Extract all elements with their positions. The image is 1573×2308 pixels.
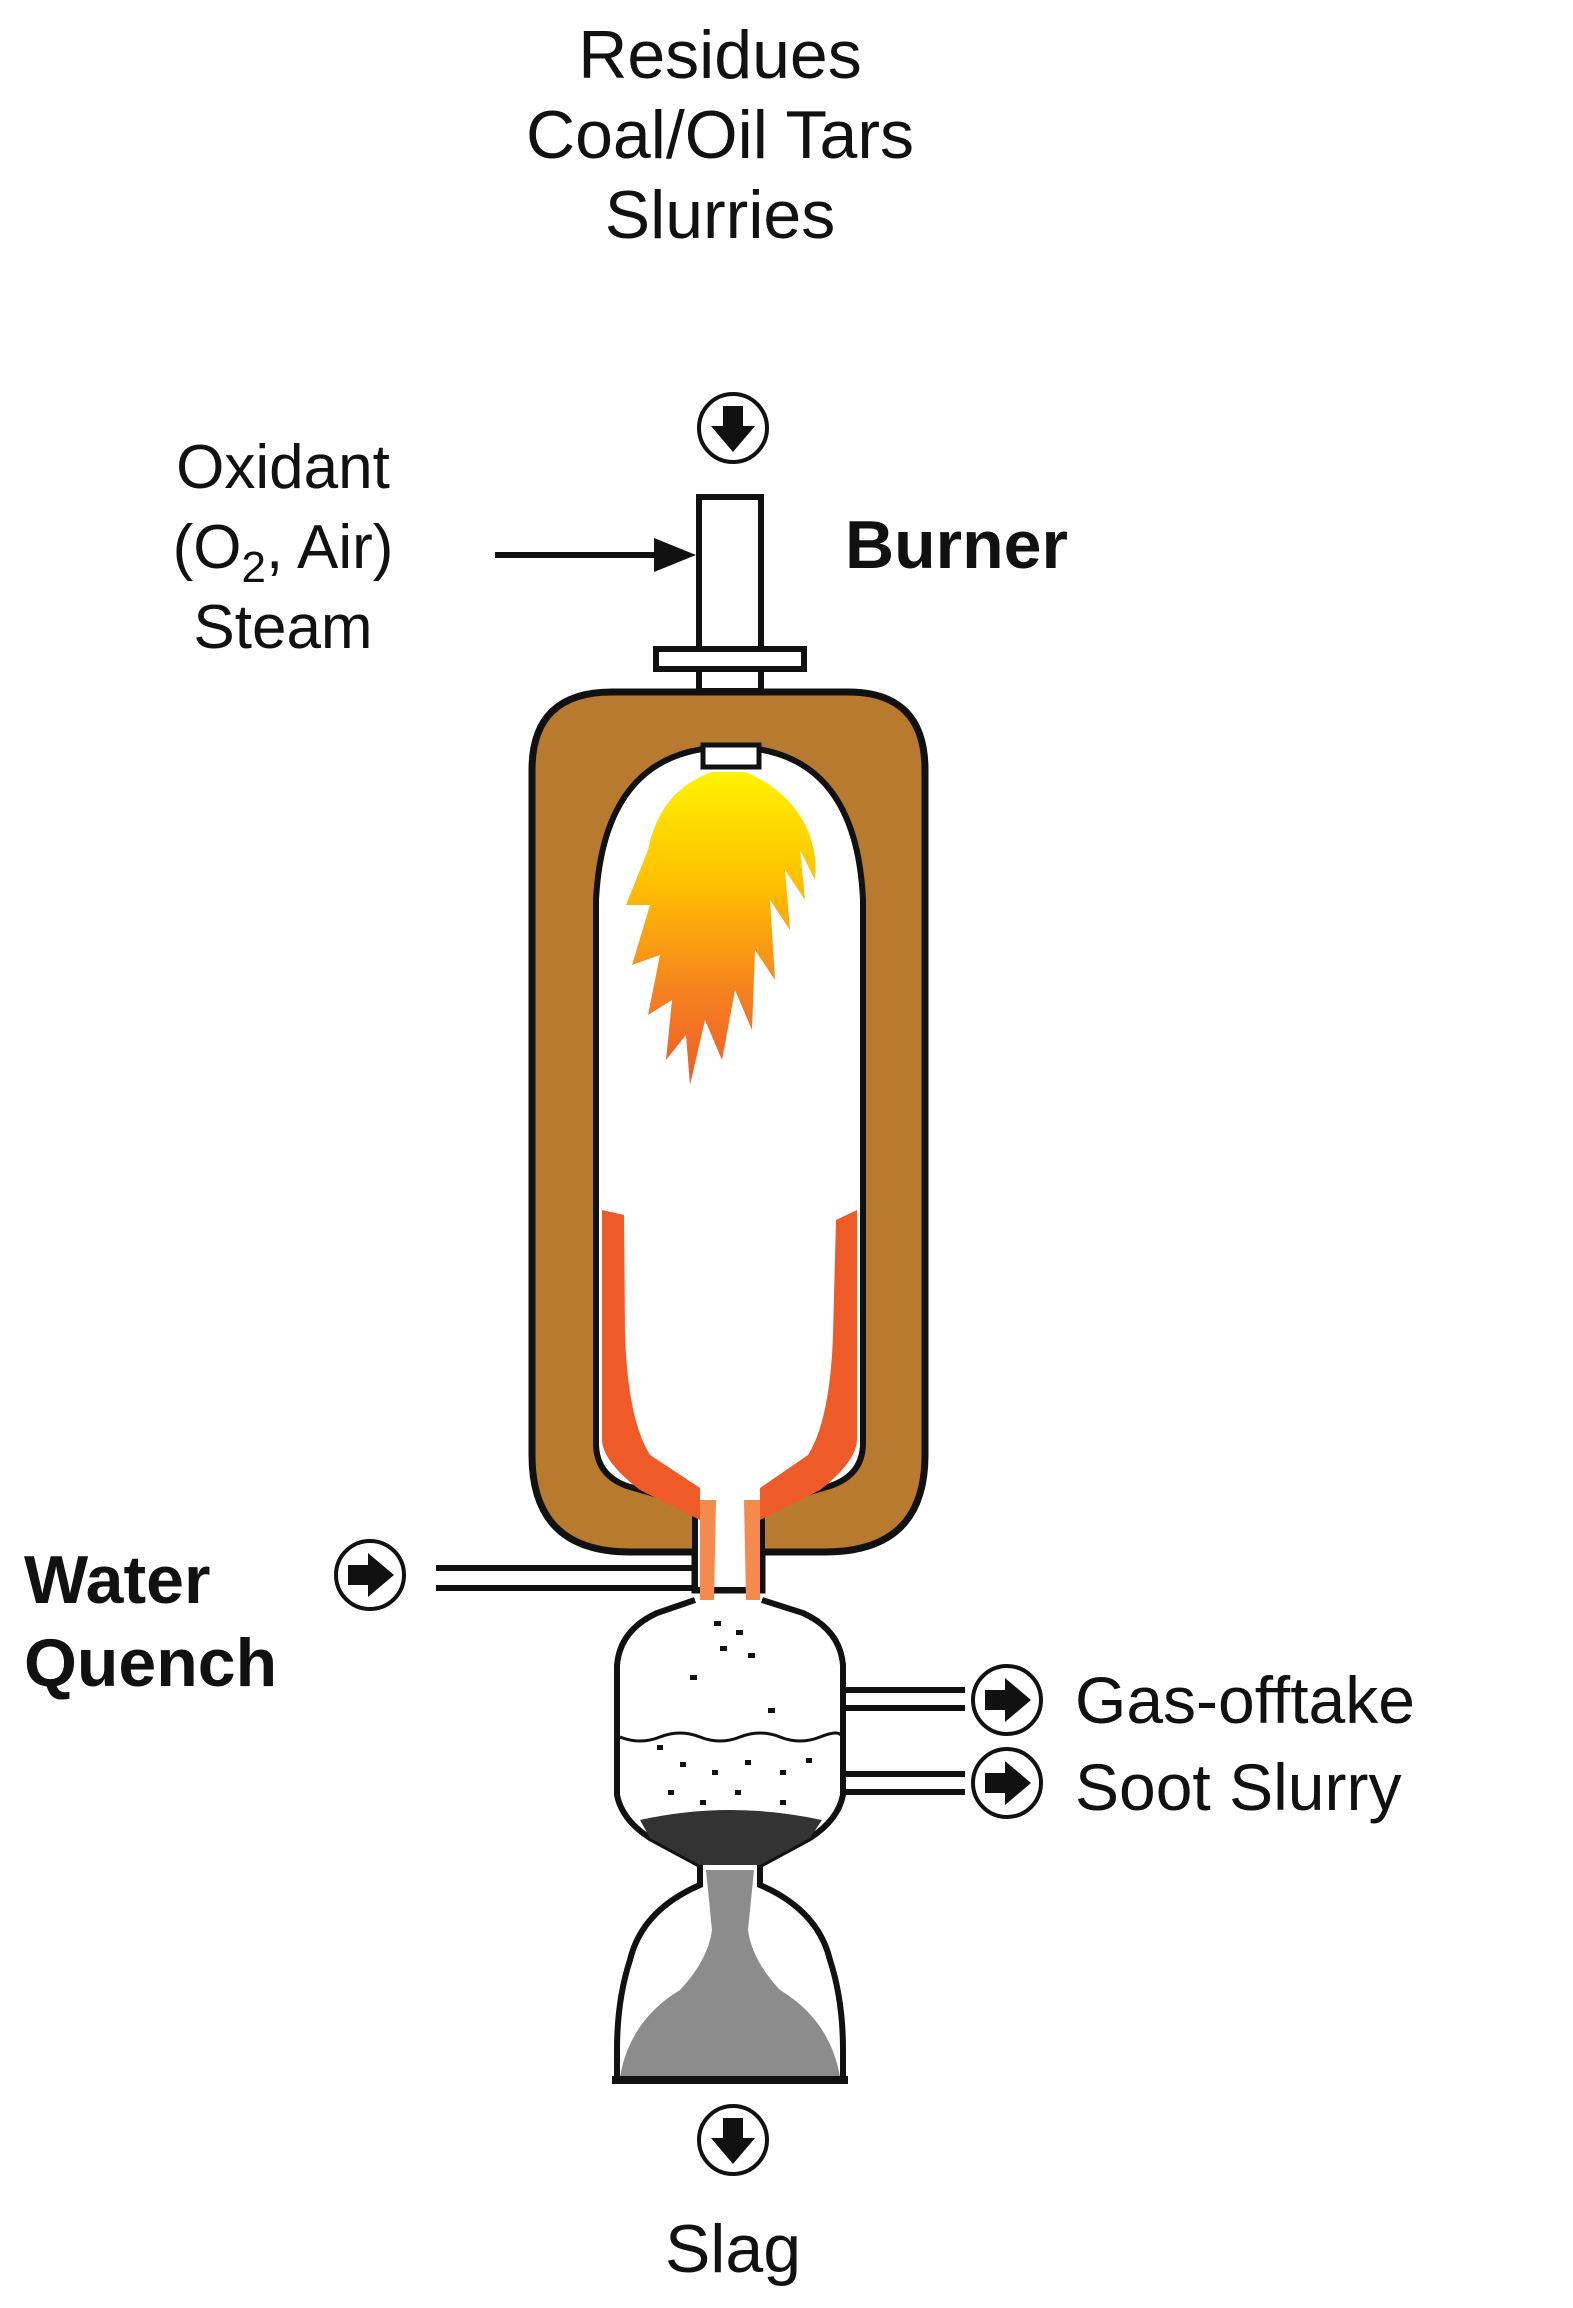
water-quench-label: Water Quench	[24, 1542, 277, 1701]
feed-label: Residues Coal/Oil Tars Slurries	[526, 17, 914, 253]
flame	[626, 772, 816, 1085]
feed-down-arrow-icon	[697, 392, 769, 464]
water-quench-pipe	[436, 1565, 695, 1591]
oxidant-inlet-arrow	[495, 538, 696, 572]
water-quench-arrow-icon	[334, 1539, 406, 1611]
slag-down-arrow-icon	[697, 2104, 769, 2176]
wall-slag-left	[602, 1210, 700, 1520]
burner-nozzle	[700, 742, 762, 770]
gas-offtake-pipe	[843, 1687, 965, 1711]
slag-stream	[620, 1870, 840, 2077]
oxidant-label: Oxidant (O2, Air) Steam	[173, 433, 394, 662]
soot-slurry-pipe	[843, 1771, 965, 1795]
wall-slag-right	[760, 1210, 857, 1520]
water-quench-label-line2: Quench	[24, 1625, 277, 1701]
oxidant-label-line2-prefix: (O	[173, 513, 242, 582]
oxidant-label-line1: Oxidant	[176, 433, 390, 502]
oxidant-label-line2-suffix: , Air)	[266, 513, 393, 582]
gas-offtake-arrow-icon	[971, 1664, 1043, 1736]
oxidant-label-subscript: 2	[241, 543, 265, 592]
oxidant-label-line2: (O2, Air)	[173, 513, 394, 592]
soot-slurry-label: Soot Slurry	[1075, 1750, 1401, 1824]
feed-label-line2: Coal/Oil Tars	[526, 97, 914, 173]
feed-label-line3: Slurries	[605, 177, 836, 253]
quench-water-level	[619, 1731, 844, 1743]
feed-label-line1: Residues	[578, 17, 862, 93]
throat-slag	[700, 1500, 760, 1600]
burner	[653, 494, 807, 694]
oxidant-label-line3: Steam	[193, 593, 372, 662]
soot-slurry-arrow-icon	[971, 1747, 1043, 1819]
gas-offtake-label: Gas-offtake	[1075, 1663, 1415, 1737]
slag-label: Slag	[665, 2211, 801, 2287]
water-quench-label-line1: Water	[24, 1542, 210, 1618]
burner-label: Burner	[845, 507, 1068, 583]
settled-slag-particles	[640, 1810, 822, 1865]
gas-space-particles	[657, 1621, 812, 1805]
